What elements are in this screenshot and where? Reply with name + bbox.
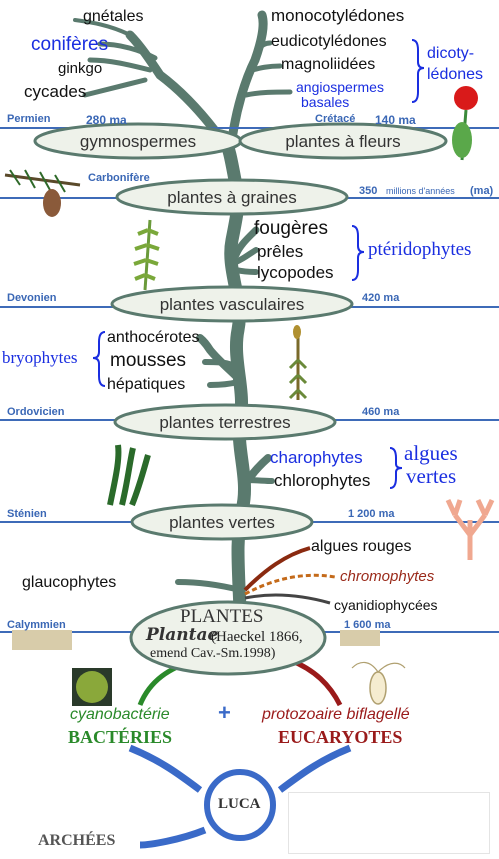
period-devonien: Devonien	[7, 292, 57, 304]
label-chromophytes: chromophytes	[340, 568, 435, 585]
label-protozoaire: protozoaire biflagellé	[262, 706, 410, 723]
label-glaucophytes: glaucophytes	[22, 574, 117, 591]
label-cycades: cycades	[24, 82, 87, 101]
green-algae-illustration	[107, 444, 151, 507]
label-algues-rouges: algues rouges	[311, 538, 412, 555]
label-cyanidiophycees: cyanidiophycées	[334, 597, 438, 613]
node-gymnospermes: gymnospermes	[79, 132, 197, 151]
label-lycopodes: lycopodes	[257, 263, 334, 282]
fern-illustration	[133, 219, 160, 291]
label-eucaryotes: EUCARYOTES	[278, 727, 403, 747]
period-carbonifere-unit: millions d'années	[386, 186, 455, 196]
period-carbonifere: Carbonifère	[88, 172, 150, 184]
label-luca: LUCA	[218, 796, 261, 812]
node-plantes-terrestres: plantes terrestres	[159, 413, 291, 432]
label-cyanobacterie: cyanobactérie	[70, 706, 170, 723]
label-mousses: mousses	[110, 350, 187, 371]
label-chlorophytes: chlorophytes	[274, 471, 371, 490]
period-permien: Permien	[7, 113, 51, 125]
label-pteridophytes: ptéridophytes	[368, 239, 472, 260]
label-preles: prêles	[257, 242, 304, 261]
period-carbonifere-ma: 350	[359, 185, 378, 197]
node-plantes-title: PLANTES	[180, 606, 264, 627]
period-ordovicien: Ordovicien	[7, 406, 65, 418]
period-cretace-ma: 140 ma	[375, 113, 416, 127]
rock-illustration	[12, 630, 380, 650]
period-permien-ma: 280 ma	[86, 113, 127, 127]
label-vertes: vertes	[406, 464, 457, 488]
cyanobacteria-illustration	[72, 668, 112, 706]
poppy-illustration	[452, 86, 478, 161]
period-cretace: Crétacé	[315, 113, 356, 125]
protozoa-illustration	[351, 661, 406, 705]
label-gnetales: gnétales	[83, 8, 144, 25]
label-angio-basal-2: basales	[301, 94, 350, 110]
red-algae-illustration	[445, 498, 495, 560]
label-anthocerotes: anthocérotes	[107, 329, 200, 346]
moss-illustration	[288, 325, 308, 400]
node-plantae-haeckel: (Haeckel 1866,	[211, 629, 303, 645]
label-bacteries: BACTÉRIES	[68, 727, 173, 747]
period-calymmien-ma: 1 600 ma	[344, 619, 391, 631]
label-plus: +	[218, 700, 231, 725]
label-hepatiques: hépatiques	[107, 376, 186, 393]
period-calymmien: Calymmien	[7, 619, 66, 631]
label-eudicot: eudicotylédones	[271, 33, 387, 50]
node-plantes-fleurs: plantes à fleurs	[285, 132, 401, 151]
period-carbonifere-unit2: (ma)	[470, 185, 494, 197]
label-charophytes: charophytes	[270, 448, 363, 467]
label-bryophytes: bryophytes	[2, 348, 78, 367]
node-plantae-latin: Plantae	[146, 625, 219, 645]
label-ginkgo: ginkgo	[58, 60, 103, 77]
period-ordovicien-ma: 460 ma	[362, 406, 400, 418]
label-coniferes: conifères	[31, 34, 109, 55]
label-angio-basal-1: angiospermes	[296, 79, 384, 95]
period-stenien: Sténien	[7, 508, 47, 520]
label-monocot: monocotylédones	[271, 6, 405, 25]
node-plantes-graines: plantes à graines	[167, 188, 297, 207]
node-plantae-emend: emend Cav.-Sm.1998)	[150, 646, 276, 661]
label-dicot-1: dicoty-	[427, 45, 475, 62]
node-plantes-vasculaires: plantes vasculaires	[159, 295, 305, 314]
label-magnoliid: magnoliidées	[281, 56, 376, 73]
period-devonien-ma: 420 ma	[362, 292, 400, 304]
label-algues: algues	[404, 441, 458, 465]
conifer-illustration	[4, 169, 81, 217]
label-dicot-2: lédones	[427, 66, 484, 83]
node-plantes-vertes: plantes vertes	[169, 513, 275, 532]
label-fougeres: fougères	[254, 218, 328, 239]
label-archees: ARCHÉES	[38, 832, 116, 849]
period-stenien-ma: 1 200 ma	[348, 508, 395, 520]
empty-frame	[288, 792, 490, 854]
